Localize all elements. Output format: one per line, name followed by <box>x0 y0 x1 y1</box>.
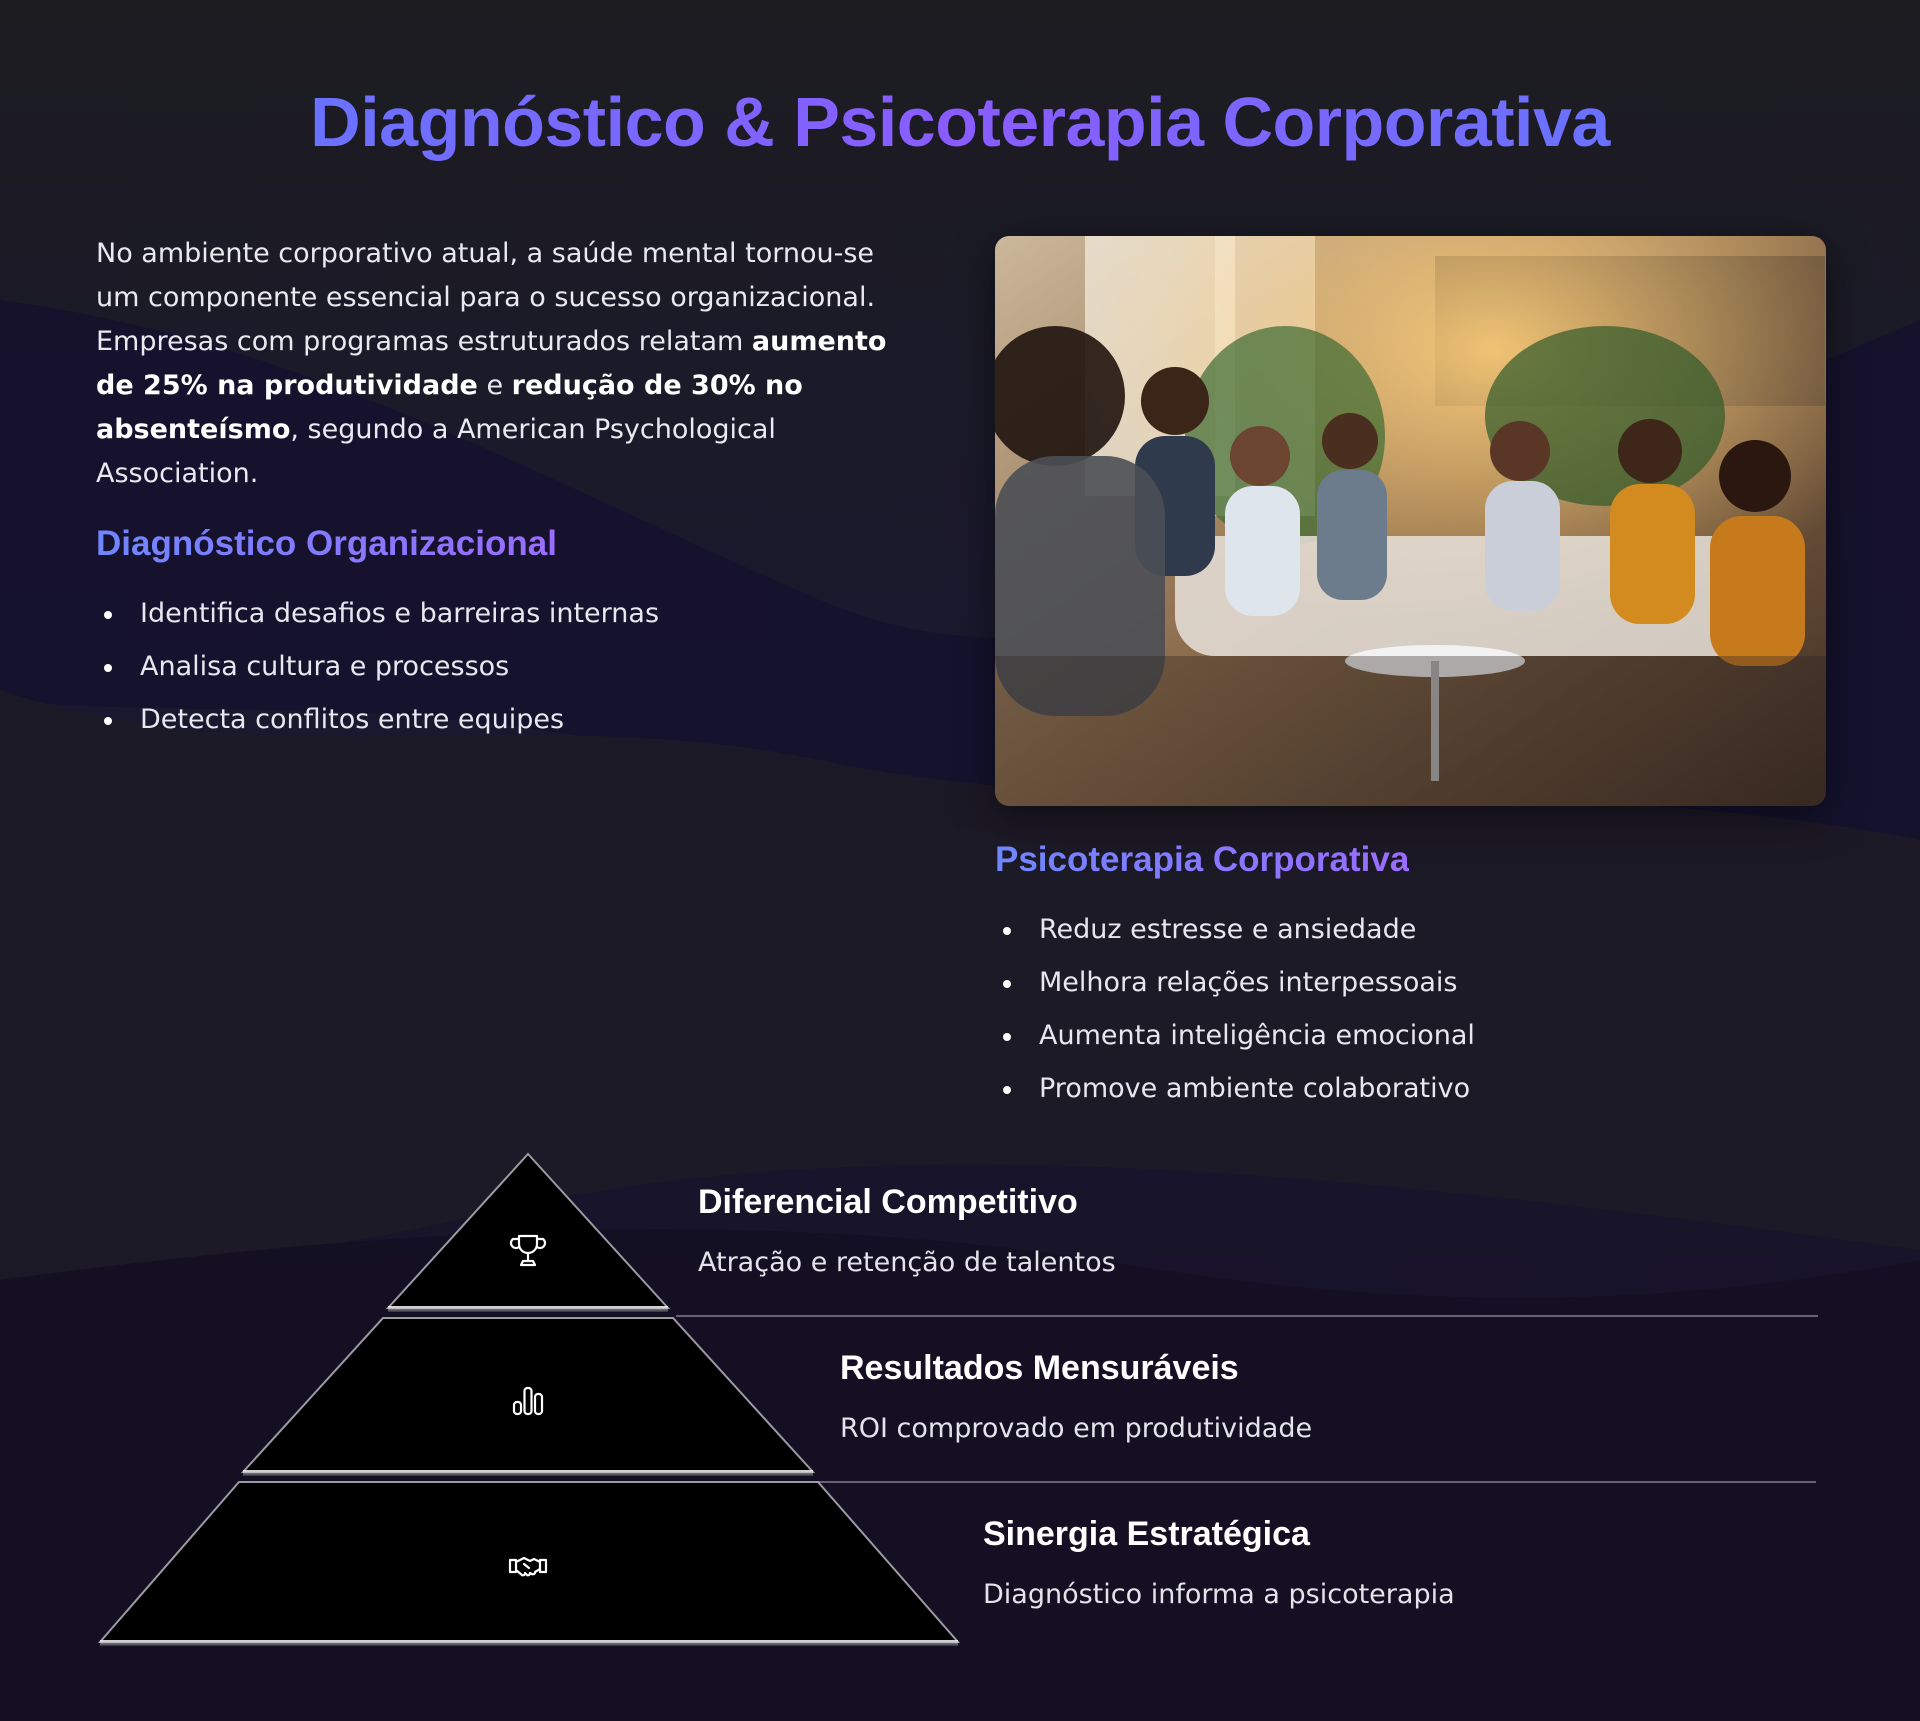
tier-title-sinergia: Sinergia Estratégica <box>983 1515 1310 1553</box>
page-title: Diagnóstico & Psicoterapia Corporativa <box>0 82 1920 162</box>
psicoterapia-heading: Psicoterapia Corporativa <box>995 840 1410 879</box>
list-item: Promove ambiente colaborativo <box>995 1072 1795 1106</box>
list-item: Analisa cultura e processos <box>96 650 876 684</box>
divider <box>818 1481 1816 1483</box>
diagnostico-heading: Diagnóstico Organizacional <box>96 524 557 563</box>
intro-paragraph: No ambiente corporativo atual, a saúde m… <box>96 238 887 489</box>
stat-productivity: aumento de 25% na produtividade <box>96 326 887 401</box>
list-item: Melhora relações interpessoais <box>995 966 1795 1000</box>
trophy-icon <box>509 1234 547 1267</box>
benefits-pyramid <box>97 1152 961 1646</box>
tier-title-resultados: Resultados Mensuráveis <box>840 1349 1239 1387</box>
bar-chart-icon <box>512 1386 544 1416</box>
diagnostico-list: Identifica desafios e barreiras internas… <box>96 597 876 756</box>
list-item: Reduz estresse e ansiedade <box>995 913 1795 947</box>
divider <box>676 1315 1818 1317</box>
stat-absenteeism: redução de 30% no absenteísmo <box>96 370 803 445</box>
team-meeting-photo <box>995 236 1826 806</box>
tier-desc-sinergia: Diagnóstico informa a psicoterapia <box>983 1579 1455 1610</box>
tier-desc-diferencial: Atração e retenção de talentos <box>698 1247 1116 1278</box>
list-item: Aumenta inteligência emocional <box>995 1019 1795 1053</box>
list-item: Detecta conflitos entre equipes <box>96 703 876 737</box>
tier-desc-resultados: ROI comprovado em produtividade <box>840 1413 1313 1444</box>
psicoterapia-list: Reduz estresse e ansiedade Melhora relaç… <box>995 913 1795 1125</box>
handshake-icon <box>508 1556 548 1577</box>
tier-title-diferencial: Diferencial Competitivo <box>698 1183 1078 1221</box>
list-item: Identifica desafios e barreiras internas <box>96 597 876 631</box>
